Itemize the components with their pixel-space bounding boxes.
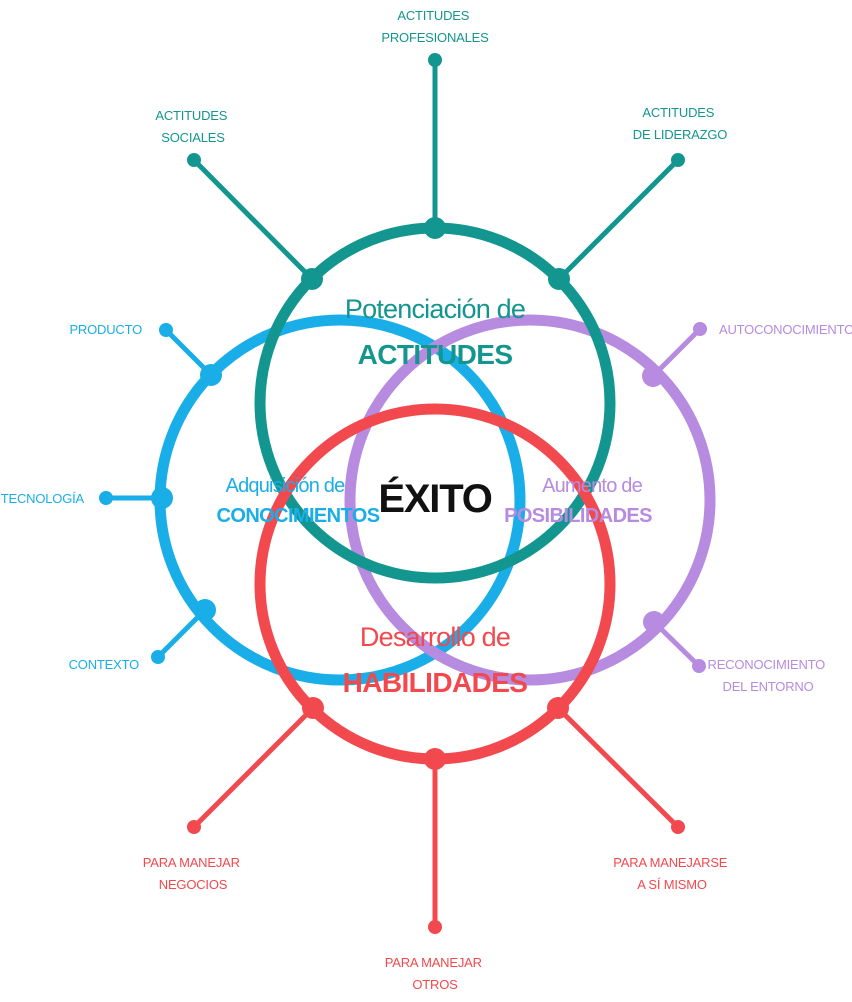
connector-endpoint — [692, 659, 706, 673]
label-para-otros: PARA MANEJAR OTROS — [385, 955, 485, 992]
label-line: A SÍ MISMO — [637, 877, 707, 892]
connector-node — [642, 365, 664, 387]
connector-endpoint — [428, 920, 442, 934]
connector-endpoint — [428, 53, 442, 67]
center-title: ÉXITO — [378, 476, 491, 521]
actitudes-title-line1: Potenciación de — [345, 294, 525, 324]
connector-endpoint — [187, 820, 201, 834]
conocimientos-title-line1: Adquisición de — [226, 475, 346, 497]
posibilidades-circle — [344, 314, 716, 686]
label-actitudes-liderazgo: ACTITUDES DE LIDERAZGO — [633, 105, 727, 142]
label-line: PARA MANEJAR — [385, 955, 482, 970]
connector-node — [194, 599, 216, 621]
label-actitudes-sociales: ACTITUDES SOCIALES — [155, 108, 230, 145]
label-line: DE LIDERAZGO — [633, 127, 727, 142]
connector-endpoint — [159, 323, 173, 337]
connector-node — [302, 697, 324, 719]
actitudes-title-line2: ACTITUDES — [358, 339, 513, 370]
label-contexto: CONTEXTO — [69, 657, 139, 672]
connector-endpoint — [187, 153, 201, 167]
posibilidades-connectors — [642, 322, 707, 673]
label-actitudes-profesionales: ACTITUDES PROFESIONALES — [381, 8, 489, 45]
connector-endpoint — [99, 491, 113, 505]
label-reconocimiento: RECONOCIMIENTO DEL ENTORNO — [708, 657, 829, 694]
connector-node — [548, 268, 570, 290]
label-producto: PRODUCTO — [69, 322, 142, 337]
connector-node — [424, 748, 446, 770]
label-autoconocimiento: AUTOCONOCIMIENTO — [719, 322, 852, 337]
connector-endpoint — [693, 322, 707, 336]
conocimientos-connectors — [99, 323, 222, 664]
label-line: PARA MANEJAR — [143, 855, 240, 870]
connector-node — [643, 611, 665, 633]
connector-node — [547, 697, 569, 719]
connector-node — [301, 268, 323, 290]
label-line: ACTITUDES — [642, 105, 714, 120]
habilidades-connectors — [187, 697, 685, 934]
actitudes-connectors — [187, 53, 685, 290]
label-line: PROFESIONALES — [381, 30, 489, 45]
label-para-negocios: PARA MANEJAR NEGOCIOS — [143, 855, 243, 892]
label-line: ACTITUDES — [397, 8, 469, 23]
label-line: DEL ENTORNO — [723, 679, 814, 694]
connector-node — [200, 364, 222, 386]
label-tecnologia: TECNOLOGÍA — [1, 491, 85, 506]
connector-node — [424, 217, 446, 239]
habilidades-title-line1: Desarrollo de — [360, 622, 510, 652]
label-line: SOCIALES — [161, 130, 225, 145]
connector-endpoint — [671, 153, 685, 167]
habilidades-title-line2: HABILIDADES — [343, 667, 528, 698]
connector-endpoint — [671, 820, 685, 834]
label-line: PARA MANEJARSE — [613, 855, 728, 870]
conocimientos-title-line2: CONOCIMIENTOS — [217, 505, 380, 527]
label-line: OTROS — [412, 977, 458, 992]
label-line: NEGOCIOS — [159, 877, 228, 892]
posibilidades-title-line2: POSIBILIDADES — [504, 505, 652, 527]
connector-node — [151, 487, 173, 509]
label-line: ACTITUDES — [155, 108, 227, 123]
posibilidades-title-line1: Aumento de — [542, 475, 643, 497]
label-para-si-mismo: PARA MANEJARSE A SÍ MISMO — [613, 855, 730, 892]
connector-endpoint — [151, 650, 165, 664]
label-line: RECONOCIMIENTO — [708, 657, 826, 672]
